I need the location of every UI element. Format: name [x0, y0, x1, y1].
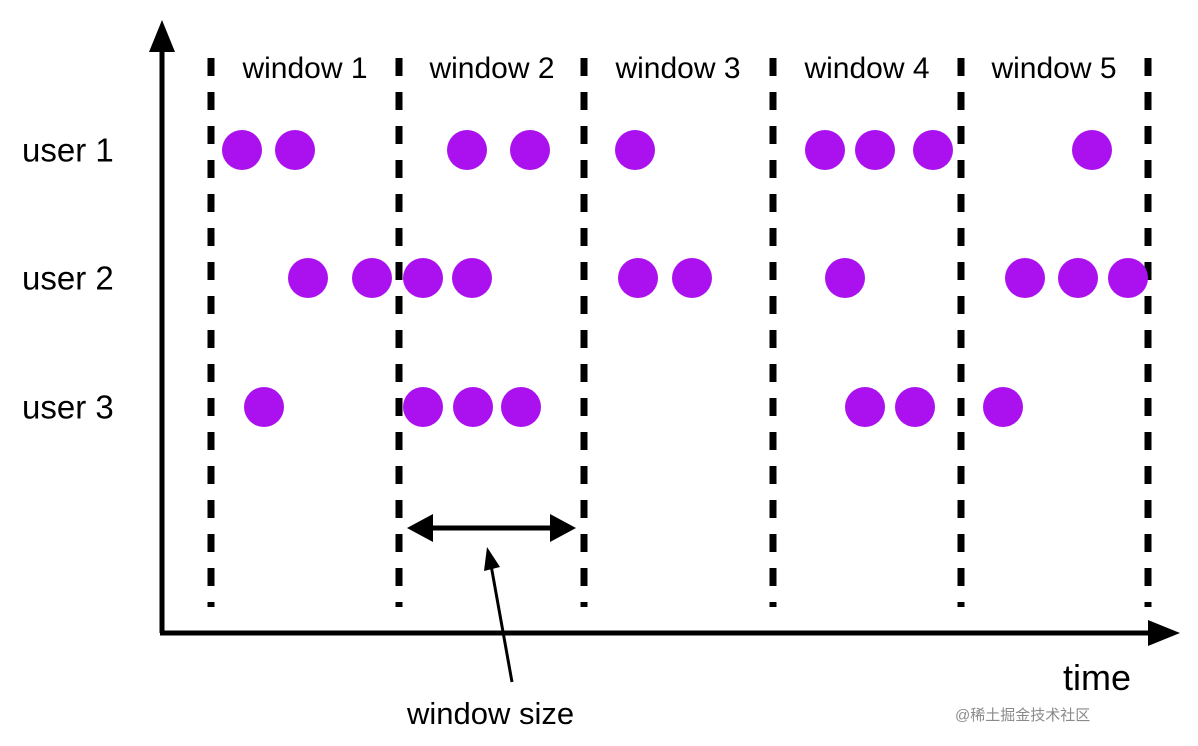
event-dot-user1-5	[615, 130, 655, 170]
window-dividers-group	[207, 58, 1152, 607]
event-dot-user1-7	[855, 130, 895, 170]
user-row-label-3: user 3	[22, 388, 114, 426]
event-dot-user2-5	[618, 258, 658, 298]
event-dots-group	[222, 130, 1148, 427]
event-dot-user1-2	[275, 130, 315, 170]
window-size-label: window size	[407, 696, 575, 731]
window-label-2: window 2	[429, 52, 555, 85]
event-dot-user2-3	[403, 258, 443, 298]
event-dot-user1-1	[222, 130, 262, 170]
y-axis-arrowhead	[149, 20, 175, 52]
window-label-5: window 5	[991, 52, 1117, 85]
window-size-arrow-right	[550, 514, 576, 542]
event-dot-user3-6	[895, 387, 935, 427]
event-dot-user2-8	[1005, 258, 1045, 298]
window-size-arrow-left	[407, 514, 433, 542]
event-dot-user2-1	[288, 258, 328, 298]
watermark: @稀土掘金技术社区	[955, 707, 1091, 724]
window-size-pointer-arrowhead	[484, 547, 500, 571]
window-size-annotation-group	[407, 514, 576, 683]
event-dot-user1-4	[510, 130, 550, 170]
window-label-4: window 4	[804, 52, 930, 85]
axes-group	[149, 20, 1180, 646]
x-axis-label: time	[1063, 657, 1132, 698]
event-dot-user1-6	[805, 130, 845, 170]
x-axis-arrowhead	[1148, 620, 1180, 646]
event-dot-user2-2	[352, 258, 392, 298]
event-dot-user2-7	[825, 258, 865, 298]
event-dot-user1-8	[913, 130, 953, 170]
event-dot-user1-3	[447, 130, 487, 170]
event-dot-user3-4	[501, 387, 541, 427]
user-row-label-1: user 1	[22, 131, 114, 169]
event-dot-user3-3	[453, 387, 493, 427]
event-dot-user2-4	[452, 258, 492, 298]
event-dot-user3-1	[244, 387, 284, 427]
event-dot-user2-10	[1108, 258, 1148, 298]
event-dot-user3-2	[403, 387, 443, 427]
event-dot-user2-9	[1058, 258, 1098, 298]
window-label-1: window 1	[242, 52, 368, 85]
event-dot-user1-9	[1072, 130, 1112, 170]
window-size-pointer-line	[489, 564, 514, 683]
event-dot-user3-7	[983, 387, 1023, 427]
window-label-3: window 3	[615, 52, 741, 85]
user-row-label-2: user 2	[22, 259, 114, 297]
event-dot-user2-6	[672, 258, 712, 298]
event-dot-user3-5	[845, 387, 885, 427]
